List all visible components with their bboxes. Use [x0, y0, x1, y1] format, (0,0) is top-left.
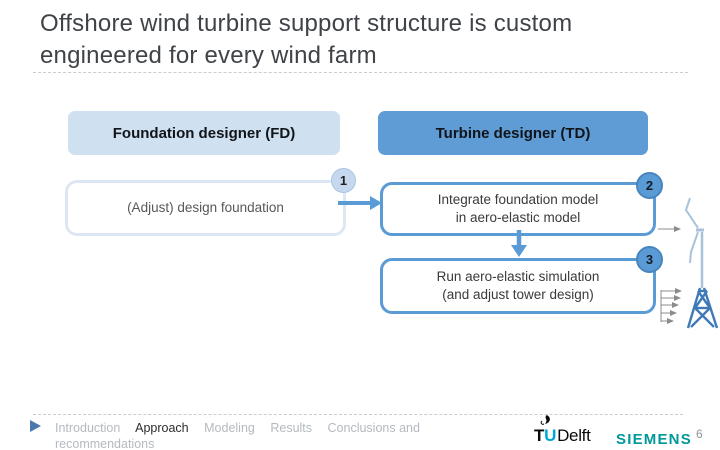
nav-item-conclusions: Conclusions and recommendations	[55, 421, 420, 450]
wind-turbine-sketch	[658, 197, 719, 329]
flow-box-label: (Adjust) design foundation	[127, 199, 284, 215]
title-divider	[33, 72, 688, 73]
flow-box-design-foundation: (Adjust) design foundation	[65, 180, 346, 236]
foundation-designer-label: Foundation designer (FD)	[112, 124, 296, 142]
tu-delft-wordmark: TUDelft	[534, 426, 591, 446]
flow-box-run-simulation: Run aero-elastic simulation (and adjust …	[380, 258, 656, 314]
lower-blade	[689, 231, 699, 264]
siemens-logo: SIEMENS	[616, 431, 692, 448]
flow-box-line1: Integrate foundation model	[437, 191, 599, 207]
upper-blade	[684, 197, 699, 229]
tu-delft-text: Delft	[557, 426, 591, 445]
flow-box-line2: (and adjust tower design)	[442, 287, 594, 302]
flow-box-integrate-model: Integrate foundation model in aero-elast…	[380, 182, 656, 236]
slide-title: Offshore wind turbine support structure …	[40, 10, 573, 69]
step-badge-3: 3	[636, 246, 663, 273]
arrow-right-icon	[338, 196, 382, 210]
footer-arrow-icon	[30, 420, 41, 432]
footer-divider	[33, 414, 683, 415]
nav-item-introduction: Introduction	[55, 421, 121, 435]
nav-item-results: Results	[270, 421, 313, 435]
foundation-designer-header: Foundation designer (FD)	[68, 111, 340, 155]
arrow-down-icon	[511, 230, 527, 257]
tu-delft-logo: TUDelft	[534, 415, 624, 447]
step-number: 3	[645, 252, 654, 267]
step-number: 1	[339, 173, 348, 188]
nav-item-modeling: Modeling	[204, 421, 255, 435]
turbine-designer-header: Turbine designer (TD)	[378, 111, 648, 155]
tu-t: T	[534, 426, 545, 445]
flow-box-line1: Run aero-elastic simulation	[436, 268, 600, 284]
step-number: 2	[645, 178, 654, 193]
step-badge-1: 1	[331, 168, 356, 193]
turbine-designer-label: Turbine designer (TD)	[435, 124, 591, 142]
page-number: 6	[696, 427, 703, 441]
tu-delft-flame-icon	[540, 415, 550, 425]
jacket-structure	[686, 287, 719, 329]
flow-box-line2: in aero-elastic model	[455, 210, 581, 225]
step-badge-2: 2	[636, 172, 663, 199]
tu-u: U	[544, 426, 557, 445]
wind-shear-arrows-icon	[660, 288, 682, 324]
section-nav: Introduction Approach Modeling Results C…	[55, 421, 443, 450]
nav-item-approach: Approach	[135, 421, 189, 435]
